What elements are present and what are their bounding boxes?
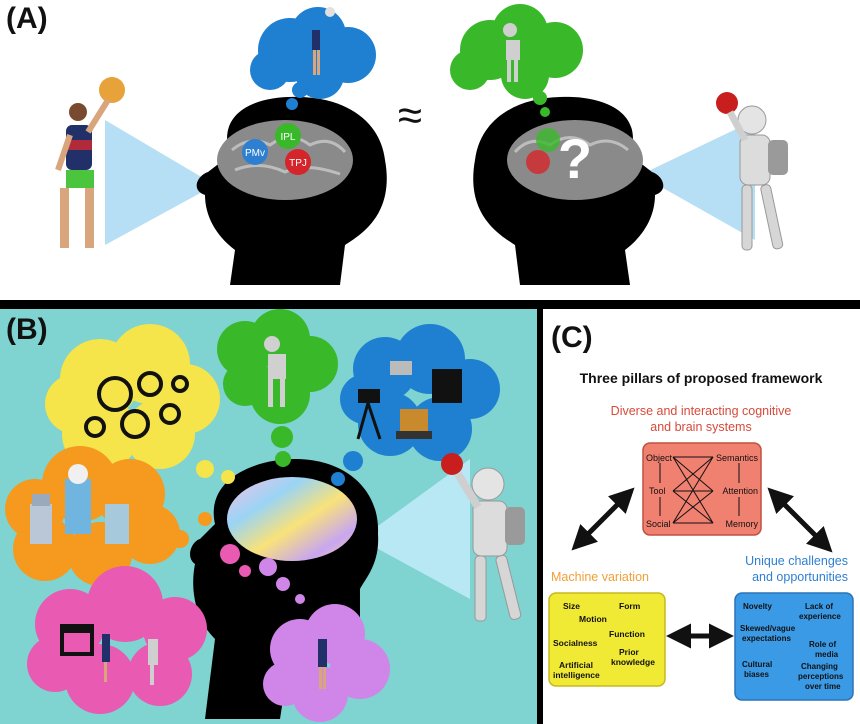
approx-symbol: ≈ bbox=[398, 91, 422, 140]
system-tool: Tool bbox=[649, 486, 666, 496]
item-form: Form bbox=[619, 601, 641, 611]
system-semantics: Semantics bbox=[716, 453, 759, 463]
right-region-green bbox=[536, 128, 560, 152]
item-biases: biases bbox=[744, 670, 769, 679]
item-artificial: Artificial bbox=[559, 660, 593, 670]
item-motion: Motion bbox=[579, 614, 607, 624]
gaze-cone-b bbox=[360, 459, 470, 599]
item-experience: experience bbox=[799, 612, 841, 621]
systems-box bbox=[642, 442, 762, 536]
gears-icon bbox=[84, 371, 189, 439]
gaze-cone-right bbox=[640, 120, 755, 240]
item-role-of: Role of bbox=[809, 640, 836, 649]
region-tpj bbox=[285, 149, 311, 175]
system-social: Social bbox=[646, 519, 671, 529]
woman-player-figure bbox=[55, 77, 125, 248]
region-ipl-label: IPL bbox=[280, 132, 295, 143]
system-attention: Attention bbox=[722, 486, 758, 496]
item-skewed: Skewed/vague bbox=[740, 624, 796, 633]
left-heading: Machine variation bbox=[551, 570, 649, 584]
item-expectations: expectations bbox=[742, 634, 791, 643]
bubble-player-figure bbox=[312, 7, 335, 75]
item-knowledge: knowledge bbox=[611, 657, 655, 667]
violet-bubble bbox=[259, 558, 390, 722]
players-icon bbox=[102, 634, 158, 685]
panel-c-title: Three pillars of proposed framework bbox=[580, 370, 823, 386]
item-intelligence: intelligence bbox=[553, 670, 600, 680]
item-lack-of: Lack of bbox=[805, 602, 833, 611]
gaze-cone-left bbox=[105, 120, 215, 245]
bubble-robot-b bbox=[264, 336, 286, 407]
panel-a-art: PMv IPL TPJ ≈ bbox=[55, 4, 788, 286]
right-head-silhouette bbox=[473, 96, 664, 286]
bubble-robot-figure bbox=[503, 23, 520, 82]
question-mark: ? bbox=[558, 127, 592, 190]
blue-thought-bubble bbox=[250, 7, 376, 110]
region-pmv-label: PMv bbox=[245, 148, 265, 159]
arrow-top-right bbox=[767, 487, 833, 553]
walle-robot-icon bbox=[390, 361, 432, 439]
robot-figure bbox=[716, 92, 788, 251]
item-perceptions: perceptions bbox=[798, 672, 844, 681]
top-heading-line1: Diverse and interacting cognitive bbox=[611, 404, 792, 418]
right-heading-line1: Unique challenges bbox=[745, 554, 848, 568]
right-heading-line2: and opportunities bbox=[752, 570, 848, 584]
panel-c: (C) Three pillars of proposed framework … bbox=[543, 309, 860, 724]
item-cultural: Cultural bbox=[742, 660, 772, 669]
panel-b-label: (B) bbox=[6, 313, 48, 346]
item-changing: Changing bbox=[801, 662, 838, 671]
challenges-box bbox=[734, 592, 854, 701]
arrow-top-left bbox=[571, 487, 635, 551]
yellow-gears-bubble bbox=[45, 324, 235, 484]
panel-c-diagram: (C) Three pillars of proposed framework … bbox=[548, 321, 854, 701]
top-heading-line2: and brain systems bbox=[650, 420, 751, 434]
system-object: Object bbox=[646, 453, 673, 463]
region-tpj-label: TPJ bbox=[289, 158, 307, 169]
panel-b-art bbox=[5, 309, 525, 722]
region-ipl bbox=[275, 123, 301, 149]
item-media: media bbox=[815, 650, 839, 659]
panel-b: (B) bbox=[0, 309, 537, 724]
item-over-time: over time bbox=[805, 682, 841, 691]
panel-c-label: (C) bbox=[551, 321, 593, 354]
item-socialness: Socialness bbox=[553, 638, 598, 648]
system-memory: Memory bbox=[725, 519, 758, 529]
item-prior: Prior bbox=[619, 647, 640, 657]
camera-icon bbox=[356, 389, 382, 440]
item-size: Size bbox=[563, 601, 580, 611]
panel-a-label: (A) bbox=[6, 2, 48, 35]
right-region-red bbox=[526, 150, 550, 174]
pink-calendar-bubble bbox=[27, 544, 251, 714]
colorful-brain bbox=[227, 477, 357, 561]
item-function: Function bbox=[609, 629, 645, 639]
green-thought-bubble-b bbox=[217, 309, 338, 467]
blue-media-bubble bbox=[331, 324, 500, 486]
systems-connections bbox=[659, 456, 740, 524]
book-icon bbox=[432, 369, 462, 403]
item-novelty: Novelty bbox=[743, 602, 772, 611]
region-pmv bbox=[242, 139, 268, 165]
calendar-icon bbox=[60, 624, 94, 656]
violet-player-icon bbox=[318, 639, 327, 689]
robot-figure-b bbox=[441, 453, 525, 622]
toy-robots-icon bbox=[30, 464, 129, 544]
machine-variation-box bbox=[548, 592, 666, 687]
panel-a: PMv IPL TPJ ≈ bbox=[0, 0, 860, 300]
